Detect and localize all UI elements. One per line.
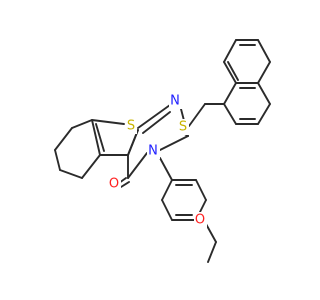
bond — [142, 111, 171, 134]
bond — [223, 61, 237, 84]
ether-oxygen-label: O — [195, 213, 205, 228]
bond — [195, 179, 207, 201]
bond — [91, 119, 101, 156]
bond — [91, 119, 125, 125]
atom-label-layer: S N S N O O — [108, 93, 207, 228]
bond — [81, 154, 101, 179]
bond — [257, 82, 271, 105]
ring-sulfur-label: S — [127, 119, 135, 134]
structure-diagram: S N S N O O — [54, 39, 271, 263]
bond — [207, 241, 217, 263]
nitrogen-core-label: N — [148, 144, 158, 159]
bond — [71, 119, 93, 129]
bond — [257, 61, 271, 84]
bond — [159, 157, 173, 181]
nitrogen-top-label: N — [170, 94, 180, 109]
pyrimidine-nitrogen-top: N — [169, 93, 182, 109]
bond — [54, 127, 73, 151]
bond-layer — [54, 39, 271, 263]
bond — [161, 199, 173, 221]
bond — [205, 223, 217, 243]
thioether-sulfur-atom: S — [177, 119, 189, 135]
bond — [223, 39, 237, 63]
bond — [120, 181, 130, 188]
ether-oxygen-atom: O — [194, 212, 207, 228]
pyrimidine-nitrogen-core: N — [147, 143, 160, 159]
bond — [223, 82, 237, 105]
bond — [95, 123, 105, 152]
thioether-sulfur-label: S — [179, 120, 187, 135]
bond — [257, 103, 271, 125]
bond — [227, 61, 239, 81]
bond — [188, 103, 206, 127]
ring-sulfur-atom: S — [125, 118, 137, 134]
bond — [161, 179, 173, 201]
carbonyl-oxygen-label: O — [109, 177, 119, 192]
bond — [223, 103, 237, 125]
bond — [54, 149, 61, 171]
carbonyl-oxygen-atom: O — [108, 176, 121, 192]
bond — [127, 129, 139, 156]
bond — [159, 135, 189, 151]
bond — [257, 39, 271, 63]
bond — [59, 169, 83, 179]
molecule-canvas: S N S N O O — [54, 39, 271, 263]
bond — [137, 104, 171, 129]
bond — [127, 152, 148, 179]
